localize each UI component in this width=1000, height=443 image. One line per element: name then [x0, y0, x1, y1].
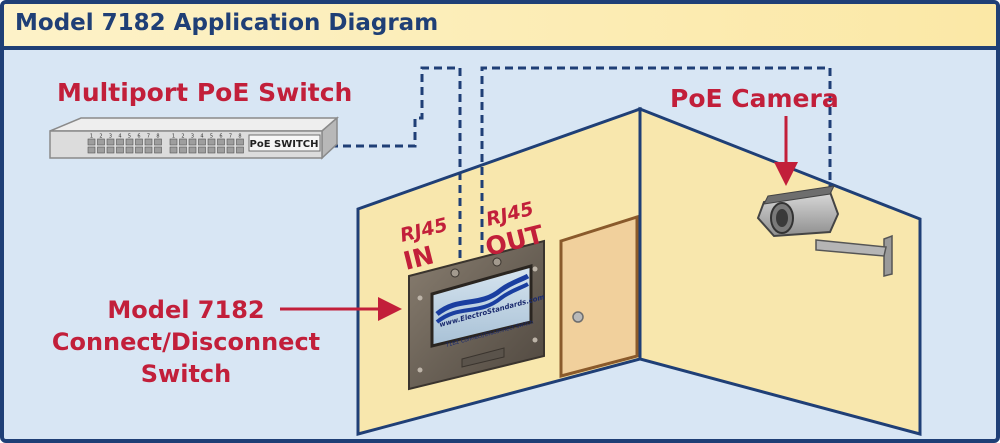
port-number: 7	[147, 134, 150, 140]
switch-port	[226, 146, 235, 154]
model-label-line2: Connect/Disconnect	[52, 328, 320, 356]
switch-port	[226, 138, 235, 146]
switch-panel-text: PoE SWITCH	[250, 139, 319, 150]
port-number: 3	[109, 134, 112, 140]
model-label-line1: Model 7182	[107, 296, 264, 324]
switch-port	[144, 146, 153, 154]
port-number: 6	[137, 134, 140, 140]
port-number: 8	[238, 134, 241, 140]
switch-port	[154, 146, 162, 154]
switch-port	[135, 146, 143, 154]
port-number: 2	[99, 134, 102, 140]
switch-port	[188, 138, 197, 146]
page-title: Model 7182 Application Diagram	[15, 10, 439, 36]
switch-port	[87, 138, 96, 146]
port-number: 5	[210, 134, 213, 140]
switch-port	[116, 146, 124, 154]
port-number: 3	[191, 134, 194, 140]
switch-port	[217, 138, 225, 146]
port-number: 4	[200, 134, 203, 140]
switch-port	[207, 146, 216, 154]
rj45-in-bottom: IN	[400, 240, 436, 275]
cable-switch-to-in	[252, 66, 462, 266]
cat5-cables	[252, 66, 832, 266]
camera-label-text: PoE Camera	[670, 84, 839, 113]
port-number: 6	[219, 134, 222, 140]
switch-port	[236, 138, 244, 146]
switch-port	[207, 138, 216, 146]
port-number: 1	[90, 134, 93, 140]
switch-port	[97, 146, 105, 154]
switch-port	[179, 138, 187, 146]
camera-label: PoE Camera	[670, 84, 839, 186]
switch-port	[154, 138, 162, 146]
port-number: 2	[181, 134, 184, 140]
switch-port	[236, 146, 244, 154]
switch-port	[125, 146, 134, 154]
cable-out-to-camera	[480, 66, 832, 266]
switch-port	[106, 138, 115, 146]
switch-port	[144, 138, 153, 146]
port-number: 5	[128, 134, 131, 140]
switch-port	[106, 146, 115, 154]
switch-port	[135, 138, 143, 146]
switch-port	[198, 146, 206, 154]
switch-port	[87, 146, 96, 154]
switch-port	[116, 138, 124, 146]
port-number: 4	[118, 134, 121, 140]
port-number: 8	[156, 134, 159, 140]
switch-port	[188, 146, 197, 154]
switch-port	[179, 146, 187, 154]
model-label-line3: Switch	[141, 360, 231, 388]
switch-port	[125, 138, 134, 146]
poe-camera	[756, 185, 893, 277]
port-number: 7	[229, 134, 232, 140]
door	[559, 214, 639, 378]
title-bar: Model 7182 Application Diagram	[4, 4, 996, 50]
port-number: 1	[172, 134, 175, 140]
switch-port	[169, 146, 178, 154]
switch-port	[217, 146, 225, 154]
switch-port	[169, 138, 178, 146]
switch-port	[198, 138, 206, 146]
switch-ports	[87, 138, 244, 154]
switch-label: Multiport PoE Switch	[57, 78, 352, 107]
model-7182-faceplate: www.ElectroStandards.com 7182 Connect/Di…	[408, 239, 545, 391]
right-wall	[638, 106, 922, 436]
switch-port	[97, 138, 105, 146]
model-label: Model 7182 Connect/Disconnect Switch	[52, 296, 402, 388]
